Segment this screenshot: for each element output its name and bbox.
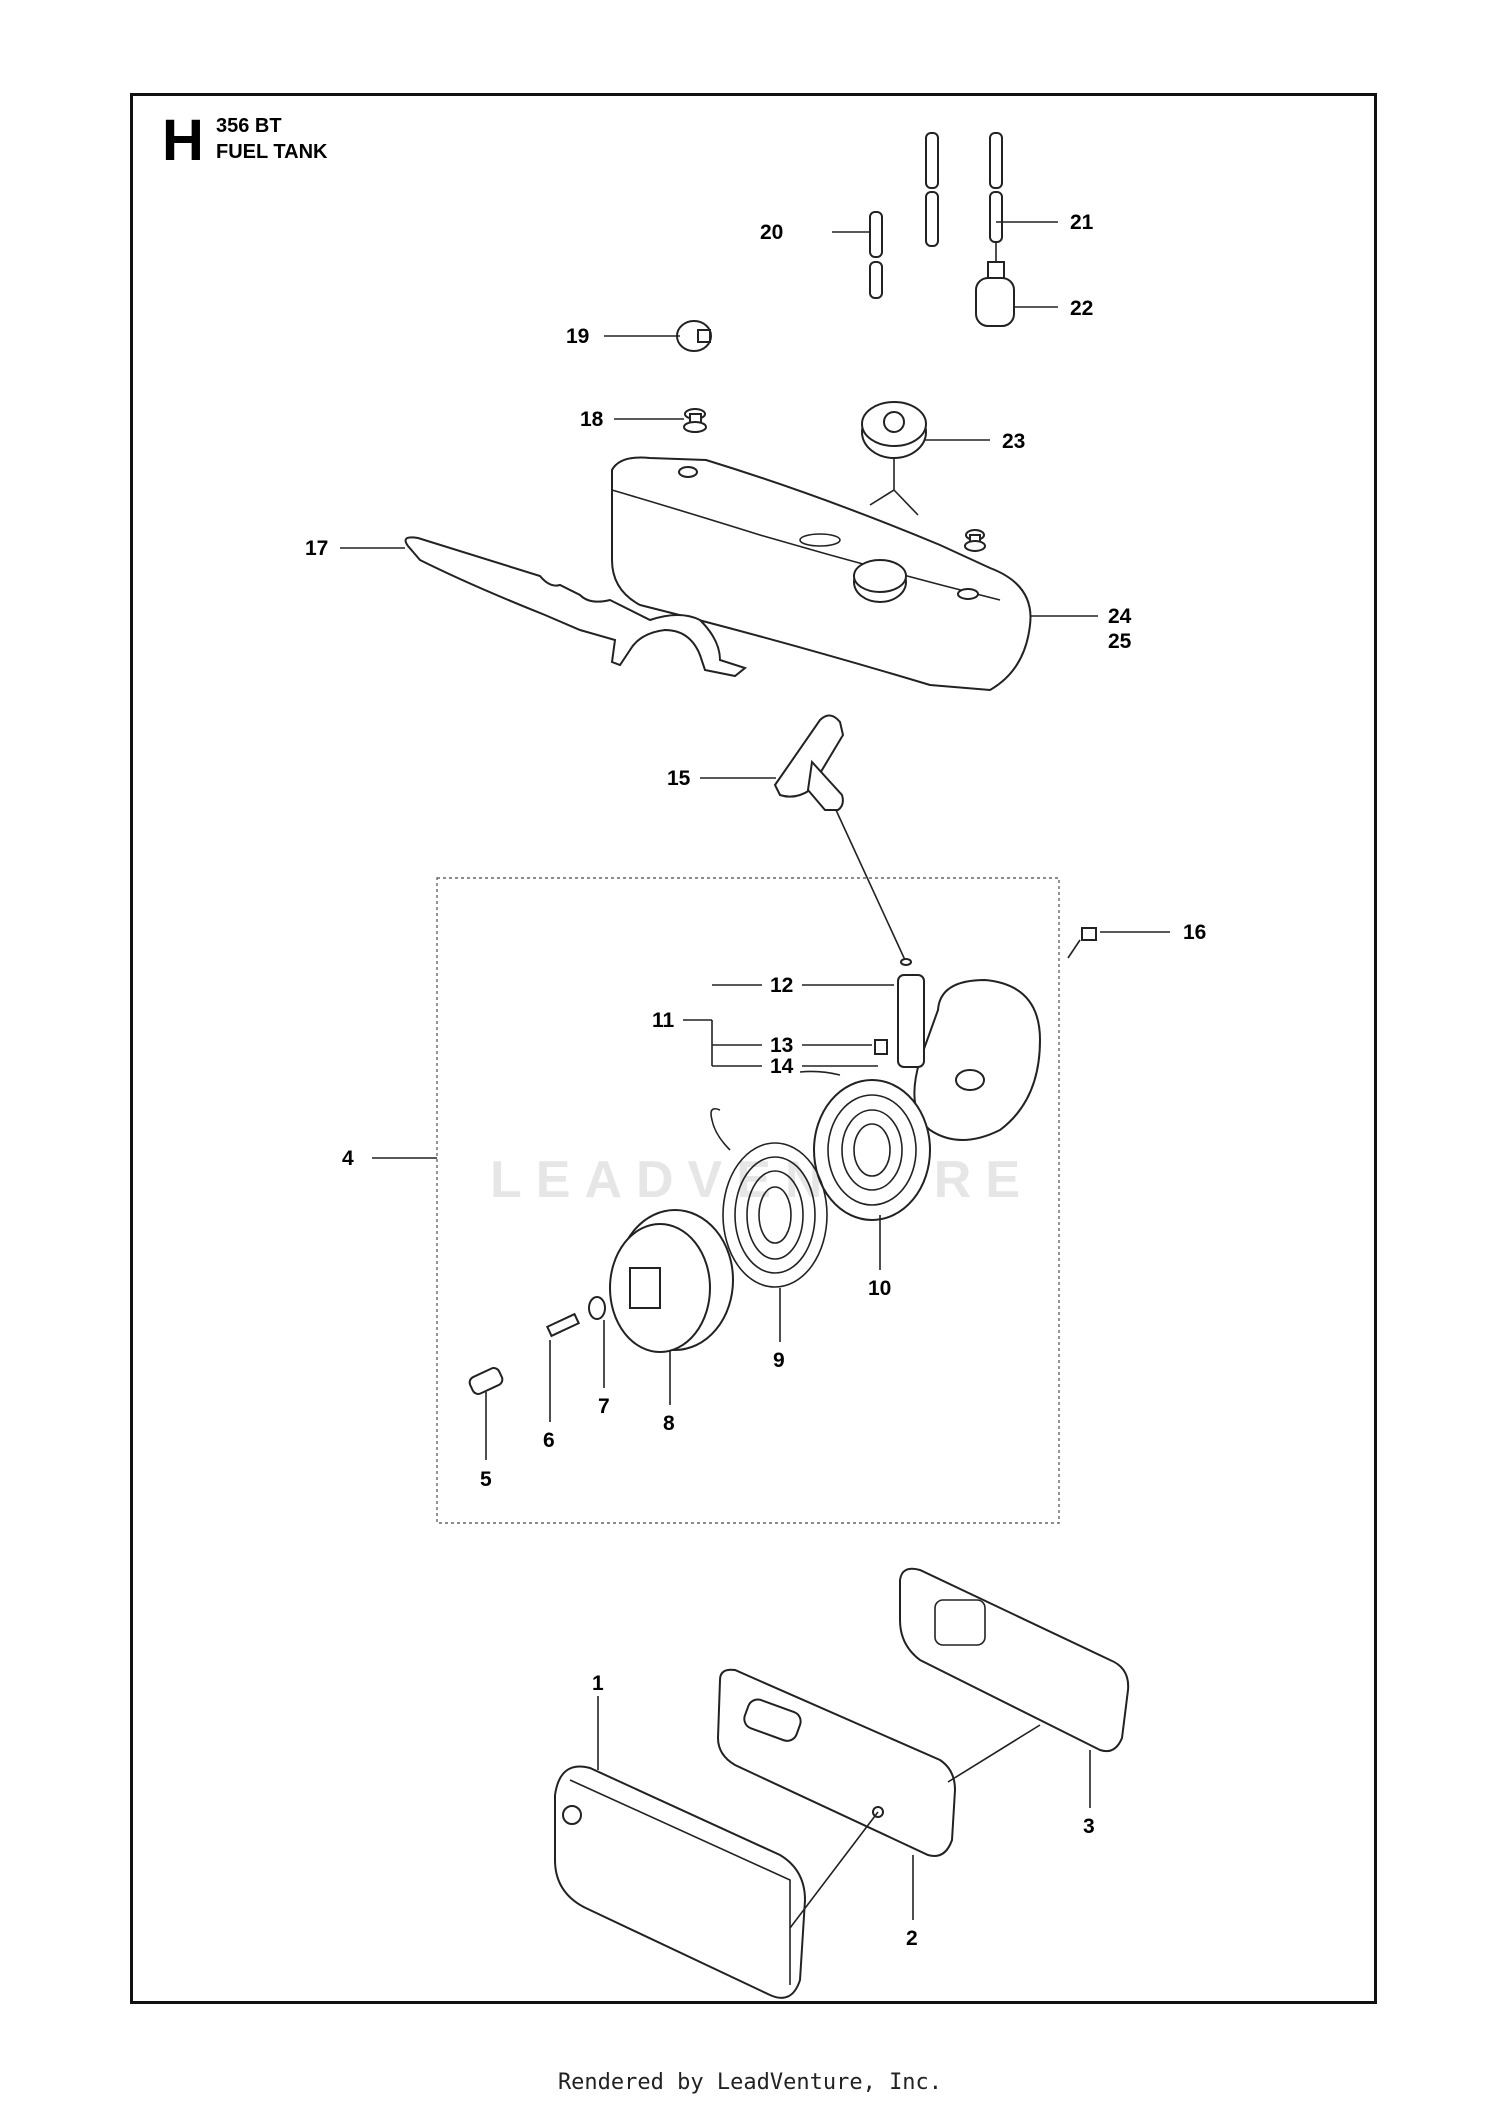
part-11-starter-housing[interactable]: [874, 958, 1042, 1141]
part-3-grille[interactable]: [899, 1567, 1130, 1753]
callout-11: 11: [652, 1009, 675, 1032]
leader-lines: [340, 221, 1170, 1929]
part-17-bracket[interactable]: [404, 536, 748, 678]
callout-3: 3: [1083, 1815, 1095, 1838]
callout-4: 4: [342, 1147, 354, 1170]
callout-19: 19: [566, 325, 589, 348]
callout-labels: 20 21 22 19 18 23 17 24 25 15 16 12 11 1…: [305, 211, 1206, 1950]
callout-10: 10: [868, 1277, 891, 1300]
assembly-group-box: [436, 877, 1060, 1524]
part-6-center-screw[interactable]: [545, 1312, 581, 1338]
callout-2: 2: [906, 1927, 918, 1950]
callout-9: 9: [773, 1349, 785, 1372]
part-18-grommet[interactable]: [683, 408, 707, 433]
callout-25: 25: [1108, 630, 1132, 653]
diagram-frame: [130, 93, 1377, 2004]
callout-1: 1: [592, 1672, 604, 1695]
callout-21: 21: [1070, 211, 1094, 234]
part-9-spring[interactable]: [710, 1107, 828, 1288]
part-10-recoil-spring[interactable]: [799, 1070, 931, 1221]
callout-15: 15: [667, 767, 691, 790]
callout-23: 23: [1002, 430, 1025, 453]
part-22-fuel-filter[interactable]: [975, 261, 1015, 327]
part-20-tube[interactable]: [869, 211, 883, 299]
part-8-pulley[interactable]: [609, 1209, 734, 1353]
callout-6: 6: [543, 1429, 555, 1452]
part-1-filter-cover[interactable]: [554, 1765, 807, 1999]
part-7-washer[interactable]: [588, 1296, 606, 1320]
model-name: 356 BT: [216, 115, 282, 137]
part-16-screw[interactable]: [1067, 927, 1097, 959]
callout-24: 24: [1108, 605, 1132, 628]
callout-8: 8: [663, 1412, 675, 1435]
part-23-fuel-cap[interactable]: [861, 401, 927, 516]
callout-5: 5: [480, 1468, 492, 1491]
part-tubes-upper[interactable]: [925, 132, 1003, 262]
part-grommet-right[interactable]: [964, 529, 986, 552]
section-letter: H: [162, 108, 204, 173]
callout-18: 18: [580, 408, 604, 431]
part-5-sleeve[interactable]: [468, 1366, 505, 1396]
callout-13: 13: [770, 1034, 793, 1057]
part-2-filter-foam[interactable]: [716, 1668, 957, 1857]
part-15-starter-handle[interactable]: [773, 714, 906, 961]
part-24-fuel-tank[interactable]: [611, 456, 1032, 692]
footer-credit: Rendered by LeadVenture, Inc.: [557, 2070, 943, 2095]
part-19-plug[interactable]: [676, 320, 712, 352]
callout-14: 14: [770, 1055, 794, 1078]
callout-7: 7: [598, 1395, 610, 1418]
callout-20: 20: [760, 221, 783, 244]
callout-22: 22: [1070, 297, 1093, 320]
watermark: LEADVENTURE: [490, 1151, 1035, 1209]
callout-12: 12: [770, 974, 793, 997]
callout-16: 16: [1183, 921, 1206, 944]
callout-17: 17: [305, 537, 328, 560]
page-title: FUEL TANK: [216, 141, 328, 163]
